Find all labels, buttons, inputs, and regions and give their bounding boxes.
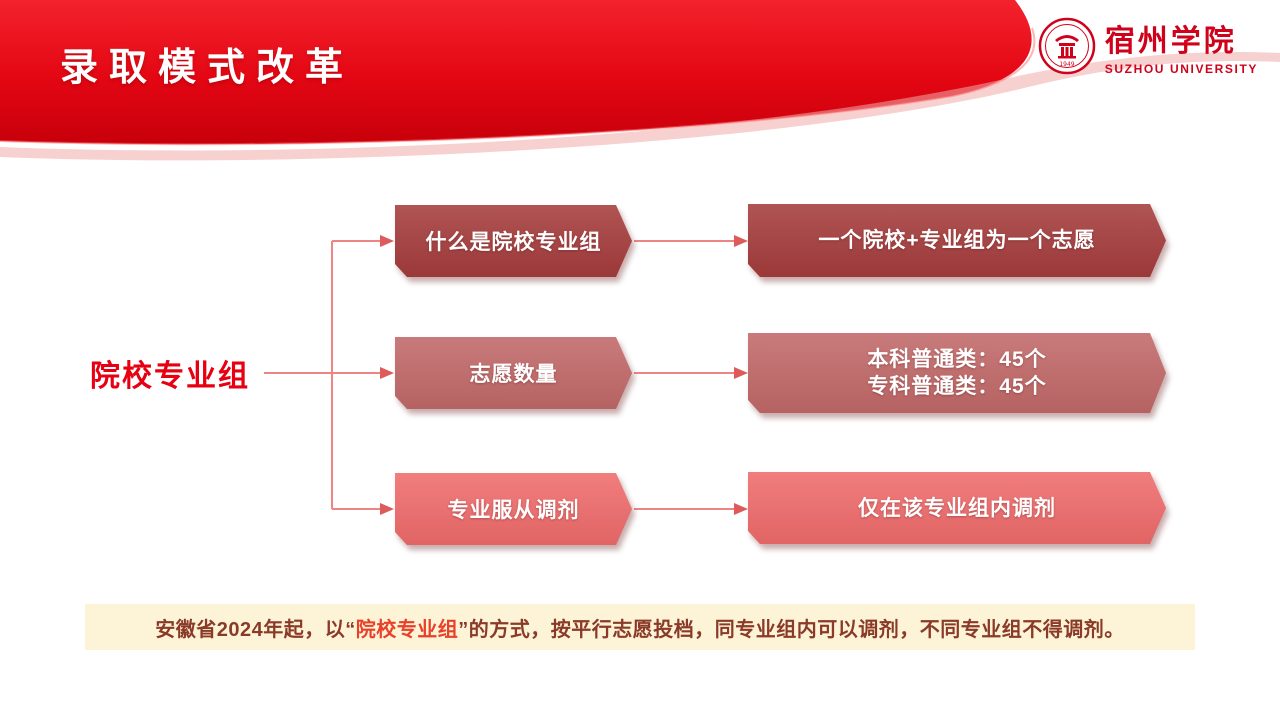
mid-box-row3-wrap: 专业服从调剂 [395,473,632,545]
right-box-row2-wrap: 本科普通类：45个 专科普通类：45个 [748,333,1166,413]
right-box-row2-line1: 本科普通类：45个 [867,348,1047,371]
university-name-cn: 宿州学院 [1104,24,1237,59]
header-band-edge-highlight [0,27,1036,146]
mid-box-row2-wrap: 志愿数量 [395,337,632,409]
right-box-row2-line2: 专科普通类：45个 [867,375,1047,398]
slide-title: 录取模式改革 [60,47,355,89]
right-box-row3: 仅在该专业组内调剂 [748,472,1166,544]
right-box-row1-line1: 一个院校+专业组为一个志愿 [818,229,1096,252]
footer-highlight: 院校专业组 [355,618,459,641]
header-banner: 录取模式改革 1949 宿州学院 SUZHOU UNIVERSITY [0,0,1280,170]
right-box-row1-wrap: 一个院校+专业组为一个志愿 [748,204,1166,277]
header-red-band [0,0,1032,145]
footer-text-before: 安徽省2024年起，以“ [155,618,356,641]
mid-box-row1: 什么是院校专业组 [395,205,632,277]
mid-box-row3: 专业服从调剂 [395,473,632,545]
mid-box-row1-wrap: 什么是院校专业组 [395,205,632,277]
right-box-row2: 本科普通类：45个 专科普通类：45个 [748,333,1166,413]
mid-box-row2: 志愿数量 [395,337,632,409]
right-box-row1: 一个院校+专业组为一个志愿 [748,204,1166,277]
university-logo: 1949 宿州学院 SUZHOU UNIVERSITY [1037,16,1258,76]
header-wave-graphic [0,0,1280,161]
right-box-row3-line1: 仅在该专业组内调剂 [858,496,1056,520]
svg-text:1949: 1949 [1059,61,1074,68]
footer-note: 安徽省2024年起，以“院校专业组”的方式，按平行志愿投档，同专业组内可以调剂，… [85,604,1195,650]
header-pink-swoosh [0,52,1280,161]
right-box-row3-wrap: 仅在该专业组内调剂 [748,472,1166,544]
university-emblem-icon: 1949 [1038,17,1096,75]
university-logo-text: 宿州学院 SUZHOU UNIVERSITY [1105,16,1258,76]
diagram-root-label: 院校专业组 [90,360,250,393]
university-name-en: SUZHOU UNIVERSITY [1104,62,1258,76]
footer-text-after: ”的方式，按平行志愿投档，同专业组内可以调剂，不同专业组不得调剂。 [458,618,1125,641]
